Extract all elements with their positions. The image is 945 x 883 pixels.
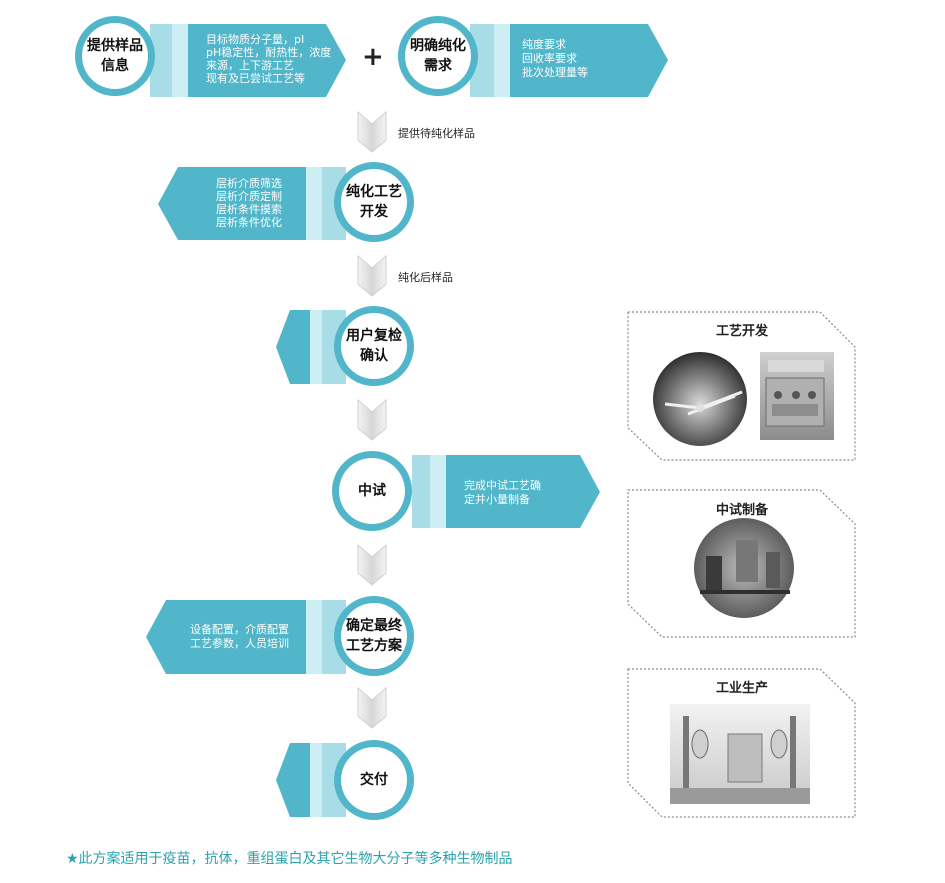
banner-text-process-dev-4: 层析条件优化 <box>216 216 282 229</box>
node-sample-info: 提供样品 信息 <box>87 38 143 74</box>
banner-final-plan <box>146 600 346 674</box>
banner-sample-info <box>150 24 346 97</box>
node-circle-pilot <box>332 451 412 531</box>
banner-text-process-dev-2: 层析介质定制 <box>216 190 282 203</box>
node-process-dev: 纯化工艺 开发 <box>346 184 402 220</box>
node-circle-final-plan <box>334 596 414 676</box>
plus-sign: + <box>362 42 384 72</box>
panel-frame-production <box>627 668 856 818</box>
node-pilot: 中试 <box>358 483 386 499</box>
photo-tubing <box>653 352 747 446</box>
banner-text-sample-info-3: 来源，上下游工艺 <box>206 59 294 72</box>
down-arrow-1 <box>357 110 387 153</box>
panel-title-process-dev: 工艺开发 <box>715 324 768 339</box>
panel-title-production: 工业生产 <box>715 681 768 696</box>
panel-frame-process-dev <box>627 311 856 461</box>
node-circle-purify-need <box>398 16 478 96</box>
banner-text-purify-need-3: 批次处理量等 <box>522 66 588 79</box>
node-circle-deliver <box>334 740 414 820</box>
down-arrow-5 <box>357 686 387 729</box>
banner-purify-need <box>470 24 668 97</box>
banner-text-final-plan-1: 设备配置，介质配置 <box>190 623 289 636</box>
banner-text-final-plan-2: 工艺参数，人员培训 <box>190 637 289 650</box>
node-circle-sample-info <box>75 16 155 96</box>
node-circle-process-dev <box>334 162 414 242</box>
node-purify-need: 明确纯化 需求 <box>410 38 466 74</box>
flow-caption-to-dev: 提供待纯化样品 <box>398 127 475 140</box>
banner-text-pilot-1: 完成中试工艺确 <box>464 479 541 492</box>
banner-user-confirm <box>276 310 346 384</box>
footnote: ★此方案适用于疫苗，抗体，重组蛋白及其它生物大分子等多种生物制品 <box>66 851 513 867</box>
banner-text-purify-need-2: 回收率要求 <box>522 52 577 65</box>
banner-text-purify-need-1: 纯度要求 <box>522 38 566 51</box>
banner-text-sample-info-1: 目标物质分子量，pI <box>206 33 305 46</box>
banner-text-process-dev-3: 层析条件摸索 <box>216 203 282 216</box>
panel-frame-pilot-prep <box>627 489 856 638</box>
node-user-confirm: 用户复检 确认 <box>346 328 402 364</box>
banner-text-sample-info-4: 现有及已尝试工艺等 <box>206 72 305 85</box>
node-final-plan: 确定最终 工艺方案 <box>346 618 402 654</box>
banner-text-process-dev-1: 层析介质筛选 <box>216 177 282 190</box>
photo-pilot-equipment <box>694 518 794 618</box>
photo-production-line <box>670 704 810 804</box>
down-arrow-3 <box>357 398 387 441</box>
photo-instrument <box>760 352 834 440</box>
banner-text-sample-info-2: pH稳定性，耐热性，浓度 <box>206 46 332 59</box>
banner-text-pilot-2: 定并小量制备 <box>464 493 530 506</box>
panel-title-pilot-prep: 中试制备 <box>715 503 768 518</box>
flow-caption-to-confirm: 纯化后样品 <box>398 271 453 284</box>
banner-pilot <box>412 455 600 528</box>
node-circle-user-confirm <box>334 306 414 386</box>
node-deliver: 交付 <box>360 772 388 788</box>
down-arrow-2 <box>357 254 387 297</box>
down-arrow-4 <box>357 543 387 586</box>
banner-process-dev <box>158 167 346 240</box>
